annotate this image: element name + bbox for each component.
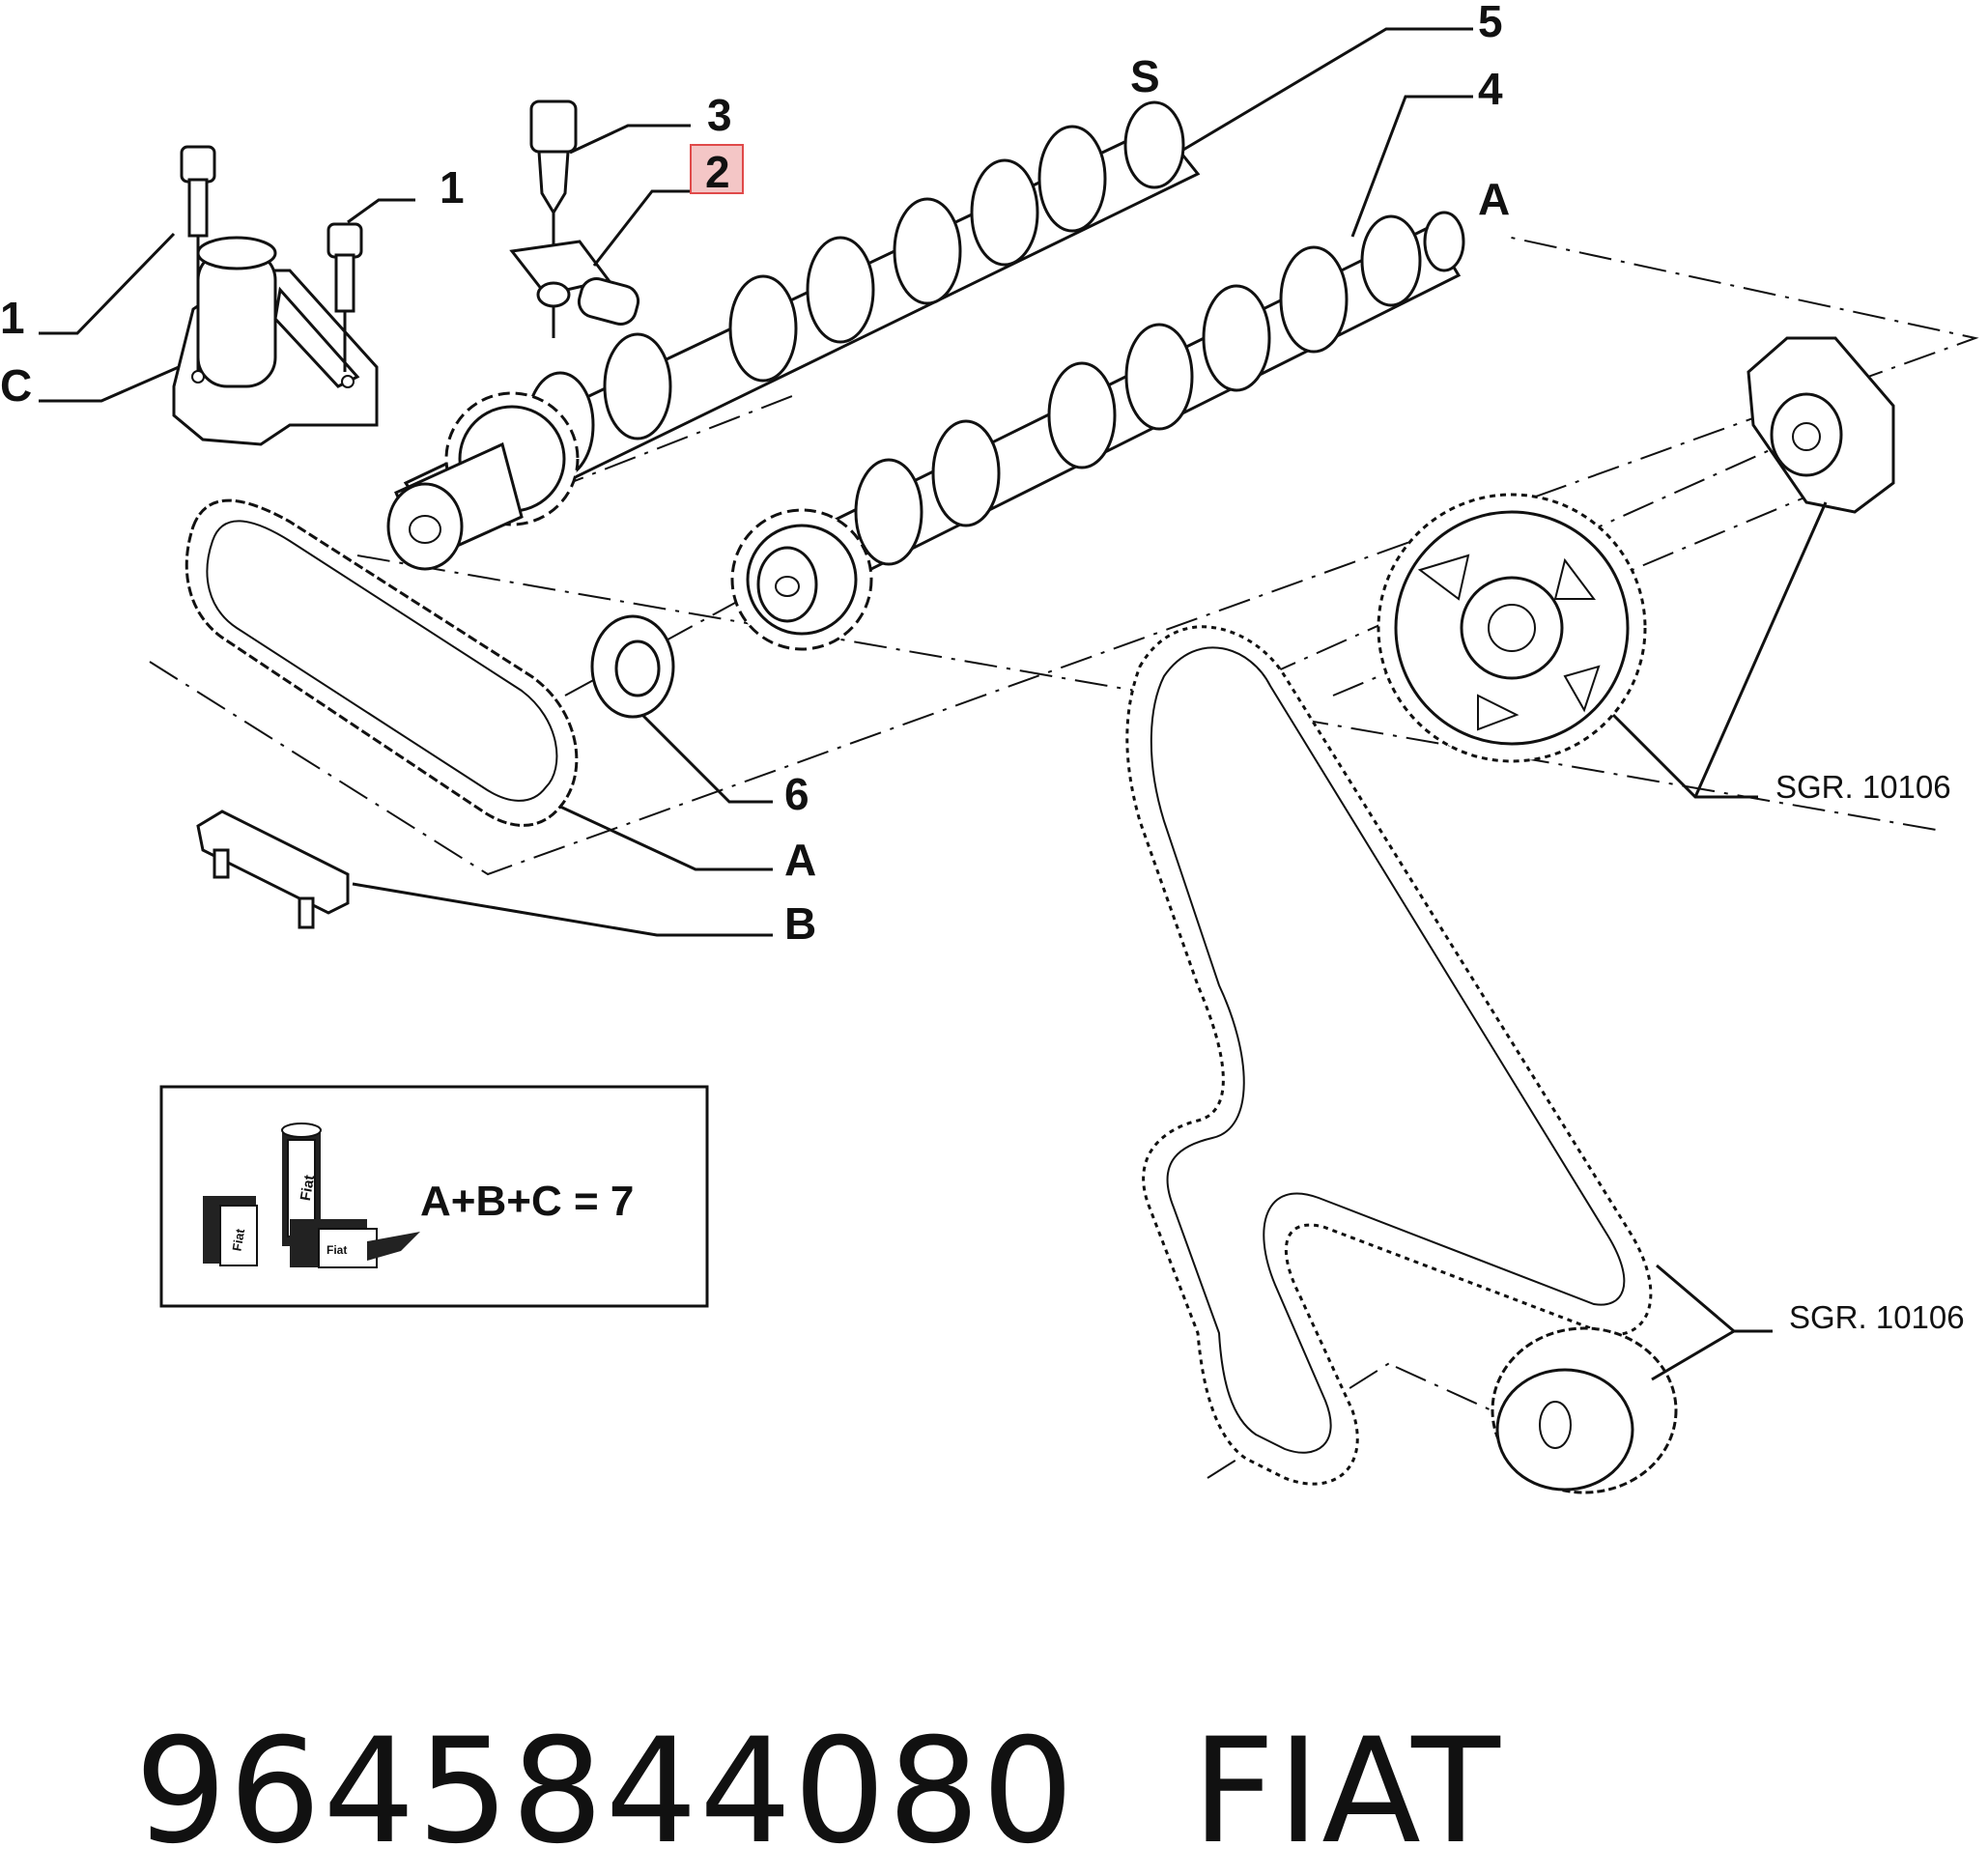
callout-1-left: 1 xyxy=(0,293,25,343)
camshaft-intake xyxy=(730,211,1465,651)
callout-1-right: 1 xyxy=(440,162,465,213)
sensor-2 xyxy=(509,240,640,326)
sgr-reference-upper: SGR. 10106 xyxy=(1775,769,1951,805)
brand-name: FIAT xyxy=(1191,1708,1502,1876)
exploded-parts-diagram: 1 1 C 3 2 S 5 4 A 6 A B SGR. 10106 SGR. … xyxy=(0,0,1979,1494)
kit-pack-label-2: Fiat xyxy=(298,1174,318,1202)
callout-5: 5 xyxy=(1478,0,1503,46)
callout-c: C xyxy=(0,360,32,411)
crank-pulley xyxy=(1491,1326,1678,1494)
callout-2: 2 xyxy=(705,147,730,197)
callout-labels: 1 1 C 3 2 S 5 4 A 6 A B SGR. 10106 SGR. … xyxy=(0,0,1965,1335)
chain-slider-b xyxy=(196,810,350,929)
bracket-c xyxy=(172,236,379,446)
callout-b: B xyxy=(784,898,816,949)
camshaft-exhaust xyxy=(386,100,1201,571)
leader-lines xyxy=(39,27,1828,1381)
timing-chain xyxy=(185,498,579,827)
bolt-3 xyxy=(529,99,578,338)
kit-pack-label-3: Fiat xyxy=(327,1243,347,1257)
callout-a-top: A xyxy=(1478,174,1510,224)
cam-lobes-lower xyxy=(854,211,1465,566)
callout-2-highlight xyxy=(690,144,744,194)
callout-4: 4 xyxy=(1478,64,1503,114)
kit-pack-label-1: Fiat xyxy=(229,1227,247,1252)
callout-s: S xyxy=(1130,51,1160,101)
timing-belt xyxy=(1125,625,1653,1486)
callout-a-bottom: A xyxy=(784,835,816,885)
callout-6: 6 xyxy=(784,769,809,819)
part-number: 9645844080 xyxy=(134,1708,1076,1876)
kit-packages-icon: Fiat Fiat Fiat xyxy=(203,1123,420,1268)
cam-pulley xyxy=(1377,493,1647,763)
seal-6 xyxy=(590,614,675,719)
bolt-1-right xyxy=(327,222,363,372)
kit-box: Fiat Fiat Fiat A+B+C = 7 xyxy=(159,1085,709,1308)
sgr-reference-lower: SGR. 10106 xyxy=(1789,1299,1965,1335)
kit-formula: A+B+C = 7 xyxy=(420,1178,634,1225)
cam-lobes-upper xyxy=(525,100,1185,479)
phase-plate xyxy=(1747,336,1895,514)
bolt-1-left xyxy=(180,145,216,372)
callout-3: 3 xyxy=(707,90,732,140)
